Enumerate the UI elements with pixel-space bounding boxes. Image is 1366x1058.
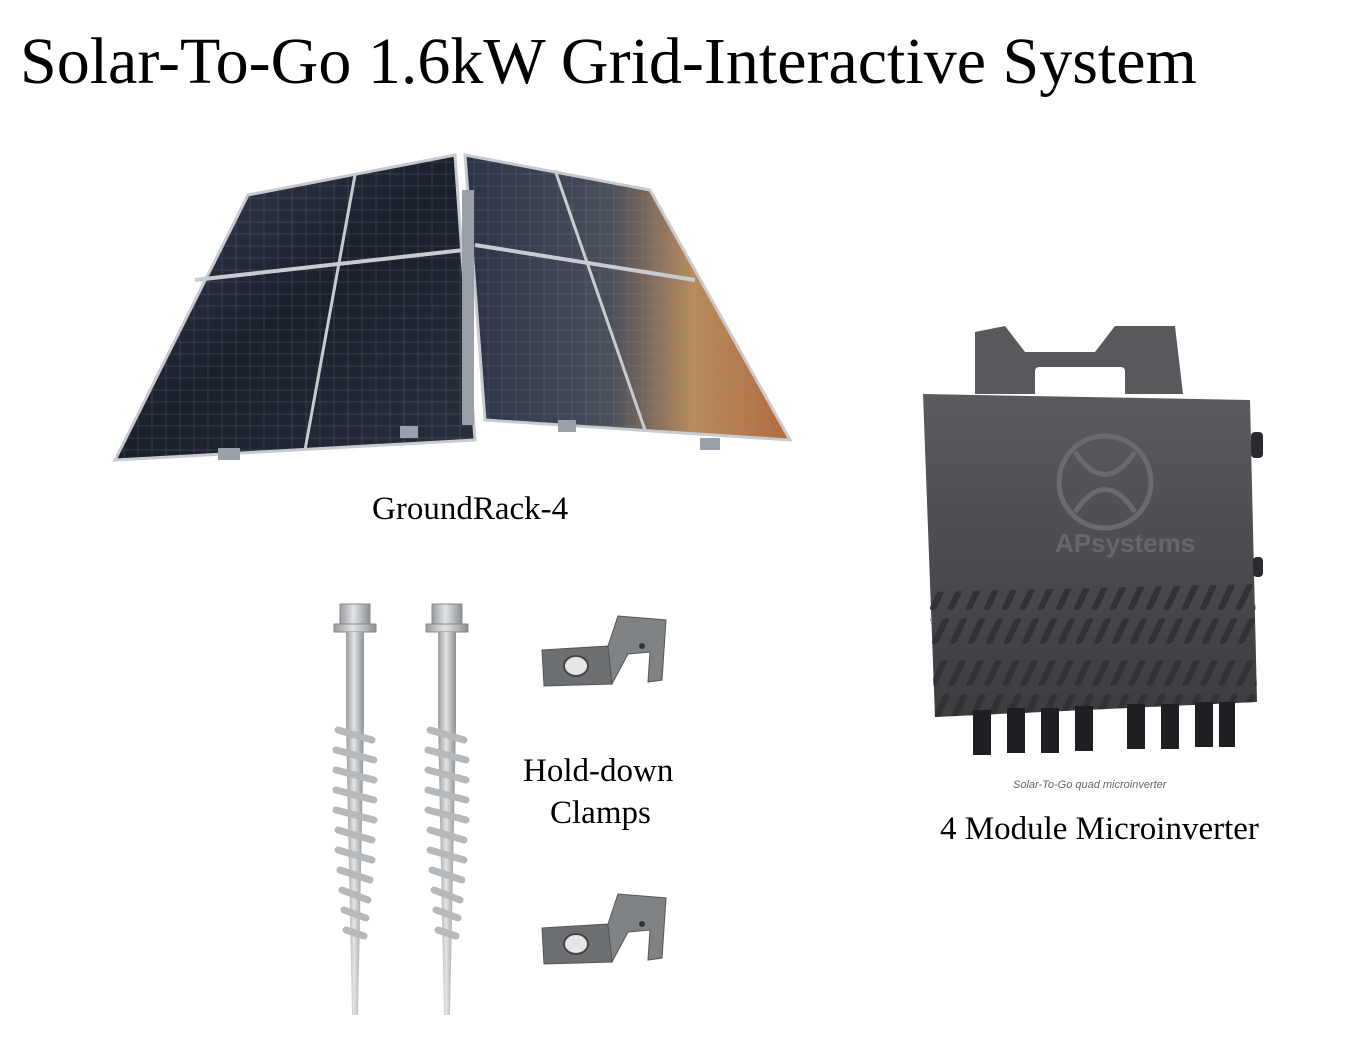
page-title: Solar-To-Go 1.6kW Grid-Interactive Syste… (20, 25, 1197, 98)
inverter-brand-text: APsystems (1055, 528, 1195, 558)
ground-screw-image (332, 603, 470, 1015)
hold-down-clamp-image-bottom (541, 893, 667, 965)
groundrack-caption: GroundRack-4 (372, 491, 569, 527)
hold-down-clamp-image-top (541, 615, 667, 687)
solar-panel-array-image (112, 153, 793, 462)
microinverter-image: APsystems Solar-To-Go quad microinverter (923, 326, 1263, 791)
clamps-caption-line2: Clamps (550, 795, 651, 831)
clamps-caption-line1: Hold-down (523, 753, 674, 789)
microinverter-caption: 4 Module Microinverter (940, 811, 1259, 847)
inverter-label-text: Solar-To-Go quad microinverter (1013, 779, 1168, 791)
